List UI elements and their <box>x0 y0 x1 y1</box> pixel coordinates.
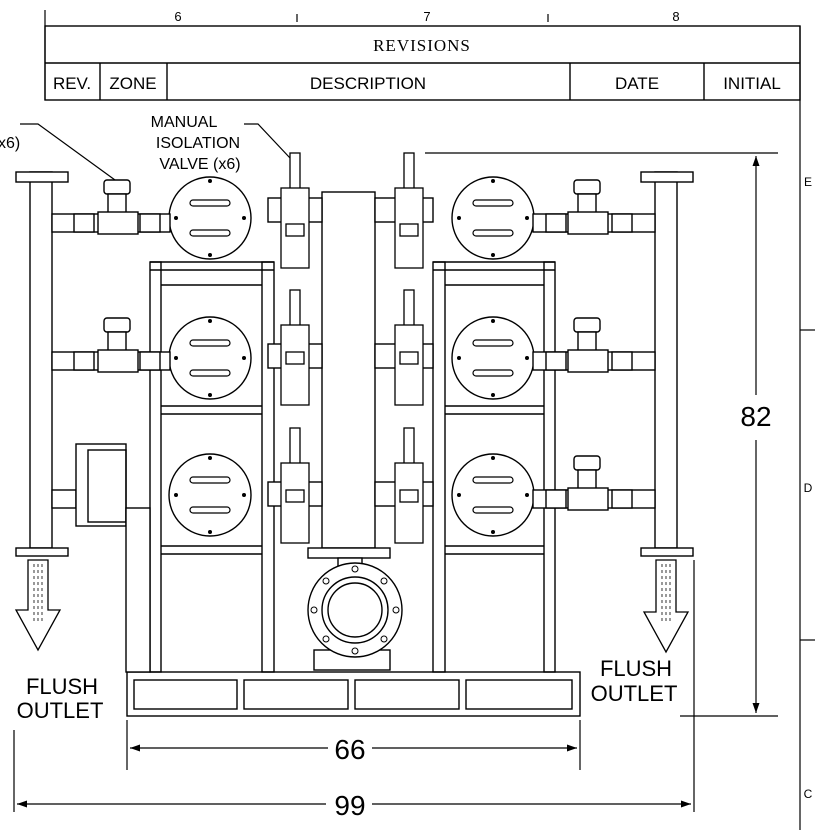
flush-outlet-arrow-right <box>642 559 690 654</box>
filter-housings <box>168 176 535 537</box>
flush-outlet-label-left-2: OUTLET <box>17 698 104 723</box>
flush-outlet-label-right-1: FLUSH <box>600 656 672 681</box>
dimension-height: 82 <box>740 401 771 432</box>
revisions-col-description: DESCRIPTION <box>310 74 426 93</box>
revisions-title: REVISIONS <box>373 36 471 55</box>
callout-manual-line1: MANUAL <box>151 114 218 131</box>
side-letter-e: E <box>804 175 812 189</box>
flush-outlet-label-left-1: FLUSH <box>26 674 98 699</box>
zone-label-8: 8 <box>672 9 679 24</box>
dimension-overall-width: 99 <box>334 790 365 821</box>
side-letter-c: C <box>804 787 813 801</box>
outlet-flange <box>307 562 403 658</box>
central-header <box>307 191 391 671</box>
frame <box>126 261 581 717</box>
flush-outlet-label-right-2: OUTLET <box>591 681 678 706</box>
side-letter-d: D <box>804 481 813 495</box>
callout-manual-line3: VALVE (x6) <box>159 156 240 173</box>
revisions-col-rev: REV. <box>53 74 91 93</box>
dimension-frame-width: 66 <box>334 734 365 765</box>
flush-outlet-arrow-left <box>14 559 62 652</box>
revisions-col-zone: ZONE <box>109 74 156 93</box>
revisions-col-initial: INITIAL <box>723 74 781 93</box>
revisions-col-date: DATE <box>615 74 659 93</box>
manual-isolation-valves <box>280 152 424 544</box>
callout-leaders <box>20 123 291 181</box>
revisions-block <box>44 25 801 101</box>
zone-label-7: 7 <box>423 9 430 24</box>
flush-piping-right <box>532 171 694 557</box>
dimension-lines <box>13 152 778 812</box>
callout-manual-line2: ISOLATION <box>156 135 240 152</box>
flush-piping-left <box>15 171 171 673</box>
zone-label-6: 6 <box>174 9 181 24</box>
callout-solenoid-partial: x6) <box>0 135 20 152</box>
